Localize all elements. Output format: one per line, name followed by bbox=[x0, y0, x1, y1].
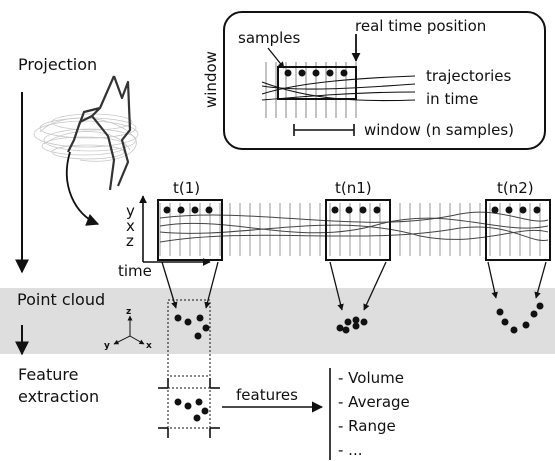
window-tn2: t(n2) bbox=[485, 179, 551, 261]
feature-extraction-box bbox=[158, 299, 220, 438]
window-tn1: t(n1) bbox=[325, 179, 391, 261]
projection-sketch bbox=[33, 75, 139, 226]
axis-x-label: x bbox=[126, 217, 135, 235]
svg-text:z: z bbox=[126, 307, 131, 317]
svg-text:y: y bbox=[104, 341, 110, 351]
axis-z-label: z bbox=[126, 232, 134, 250]
inset-in-time-label: in time bbox=[426, 90, 478, 108]
point-cloud-2 bbox=[336, 316, 368, 334]
stage-feature-line1: Feature bbox=[18, 365, 78, 384]
inset-window-size-label: window (n samples) bbox=[364, 121, 514, 139]
inset-samples-label: samples bbox=[238, 29, 301, 47]
window-side-label: window bbox=[202, 51, 220, 108]
point-cloud-band bbox=[0, 288, 555, 354]
window-inset: window bbox=[202, 11, 546, 150]
inset-trajectories-label: trajectories bbox=[426, 67, 512, 85]
feature-item-volume: - Volume bbox=[338, 369, 404, 387]
stage-feature-line2: extraction bbox=[18, 387, 99, 406]
stage-point-cloud: Point cloud bbox=[17, 290, 105, 309]
time-label: time bbox=[118, 262, 152, 280]
point-cloud-1 bbox=[174, 314, 210, 340]
window-tn2-label: t(n2) bbox=[497, 179, 534, 197]
window-tn1-label: t(n1) bbox=[335, 179, 372, 197]
inset-window-box bbox=[277, 66, 357, 100]
inset-real-time-label: real time position bbox=[355, 17, 486, 35]
feature-item-range: - Range bbox=[338, 417, 396, 435]
svg-text:x: x bbox=[146, 341, 152, 351]
point-cloud-axes: z y x bbox=[104, 307, 152, 351]
feature-item-more: - ... bbox=[338, 441, 363, 459]
window-t1: t(1) bbox=[157, 179, 223, 261]
stage-projection: Projection bbox=[18, 55, 97, 74]
features-label: features bbox=[236, 386, 298, 404]
axis-y-label: y bbox=[126, 202, 135, 220]
timeline: y x z time t(1) t(n1) t(n2) bbox=[118, 179, 551, 280]
window-t1-label: t(1) bbox=[173, 179, 200, 197]
feature-item-average: - Average bbox=[338, 393, 410, 411]
point-cloud-3 bbox=[496, 302, 544, 334]
